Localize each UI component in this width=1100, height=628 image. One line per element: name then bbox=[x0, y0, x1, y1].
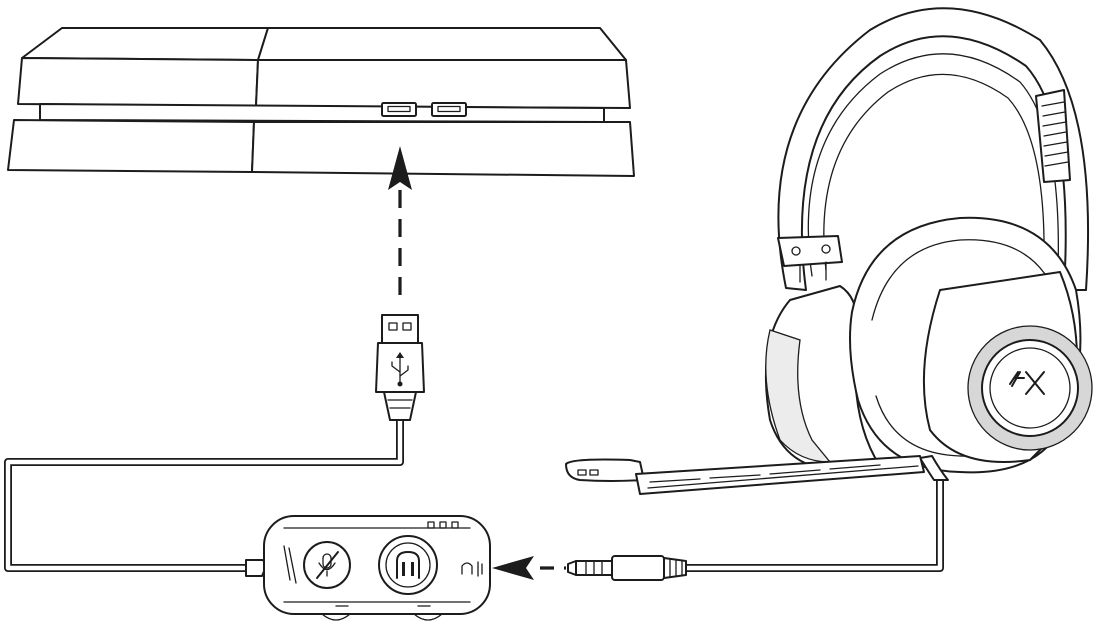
headband-adjuster bbox=[1035, 89, 1071, 183]
headset-cable bbox=[686, 478, 944, 572]
usb-icon bbox=[375, 314, 425, 421]
usb-cable bbox=[4, 420, 404, 572]
console-usb-port-icon bbox=[381, 102, 467, 117]
headset-icon bbox=[565, 7, 1093, 495]
game-console-icon bbox=[7, 27, 635, 177]
audio-control-box-icon bbox=[245, 515, 491, 621]
surround-icon bbox=[378, 535, 438, 595]
hyperx-logo bbox=[1009, 371, 1045, 395]
headset-jack-icon bbox=[461, 561, 483, 577]
audio-jack-icon bbox=[567, 555, 687, 581]
microphone-boom bbox=[565, 455, 925, 495]
arrow-up-icon bbox=[388, 146, 412, 302]
mic-mute-icon bbox=[303, 541, 351, 589]
arrow-left-icon bbox=[492, 556, 566, 580]
hyperx-logo bbox=[283, 545, 297, 584]
